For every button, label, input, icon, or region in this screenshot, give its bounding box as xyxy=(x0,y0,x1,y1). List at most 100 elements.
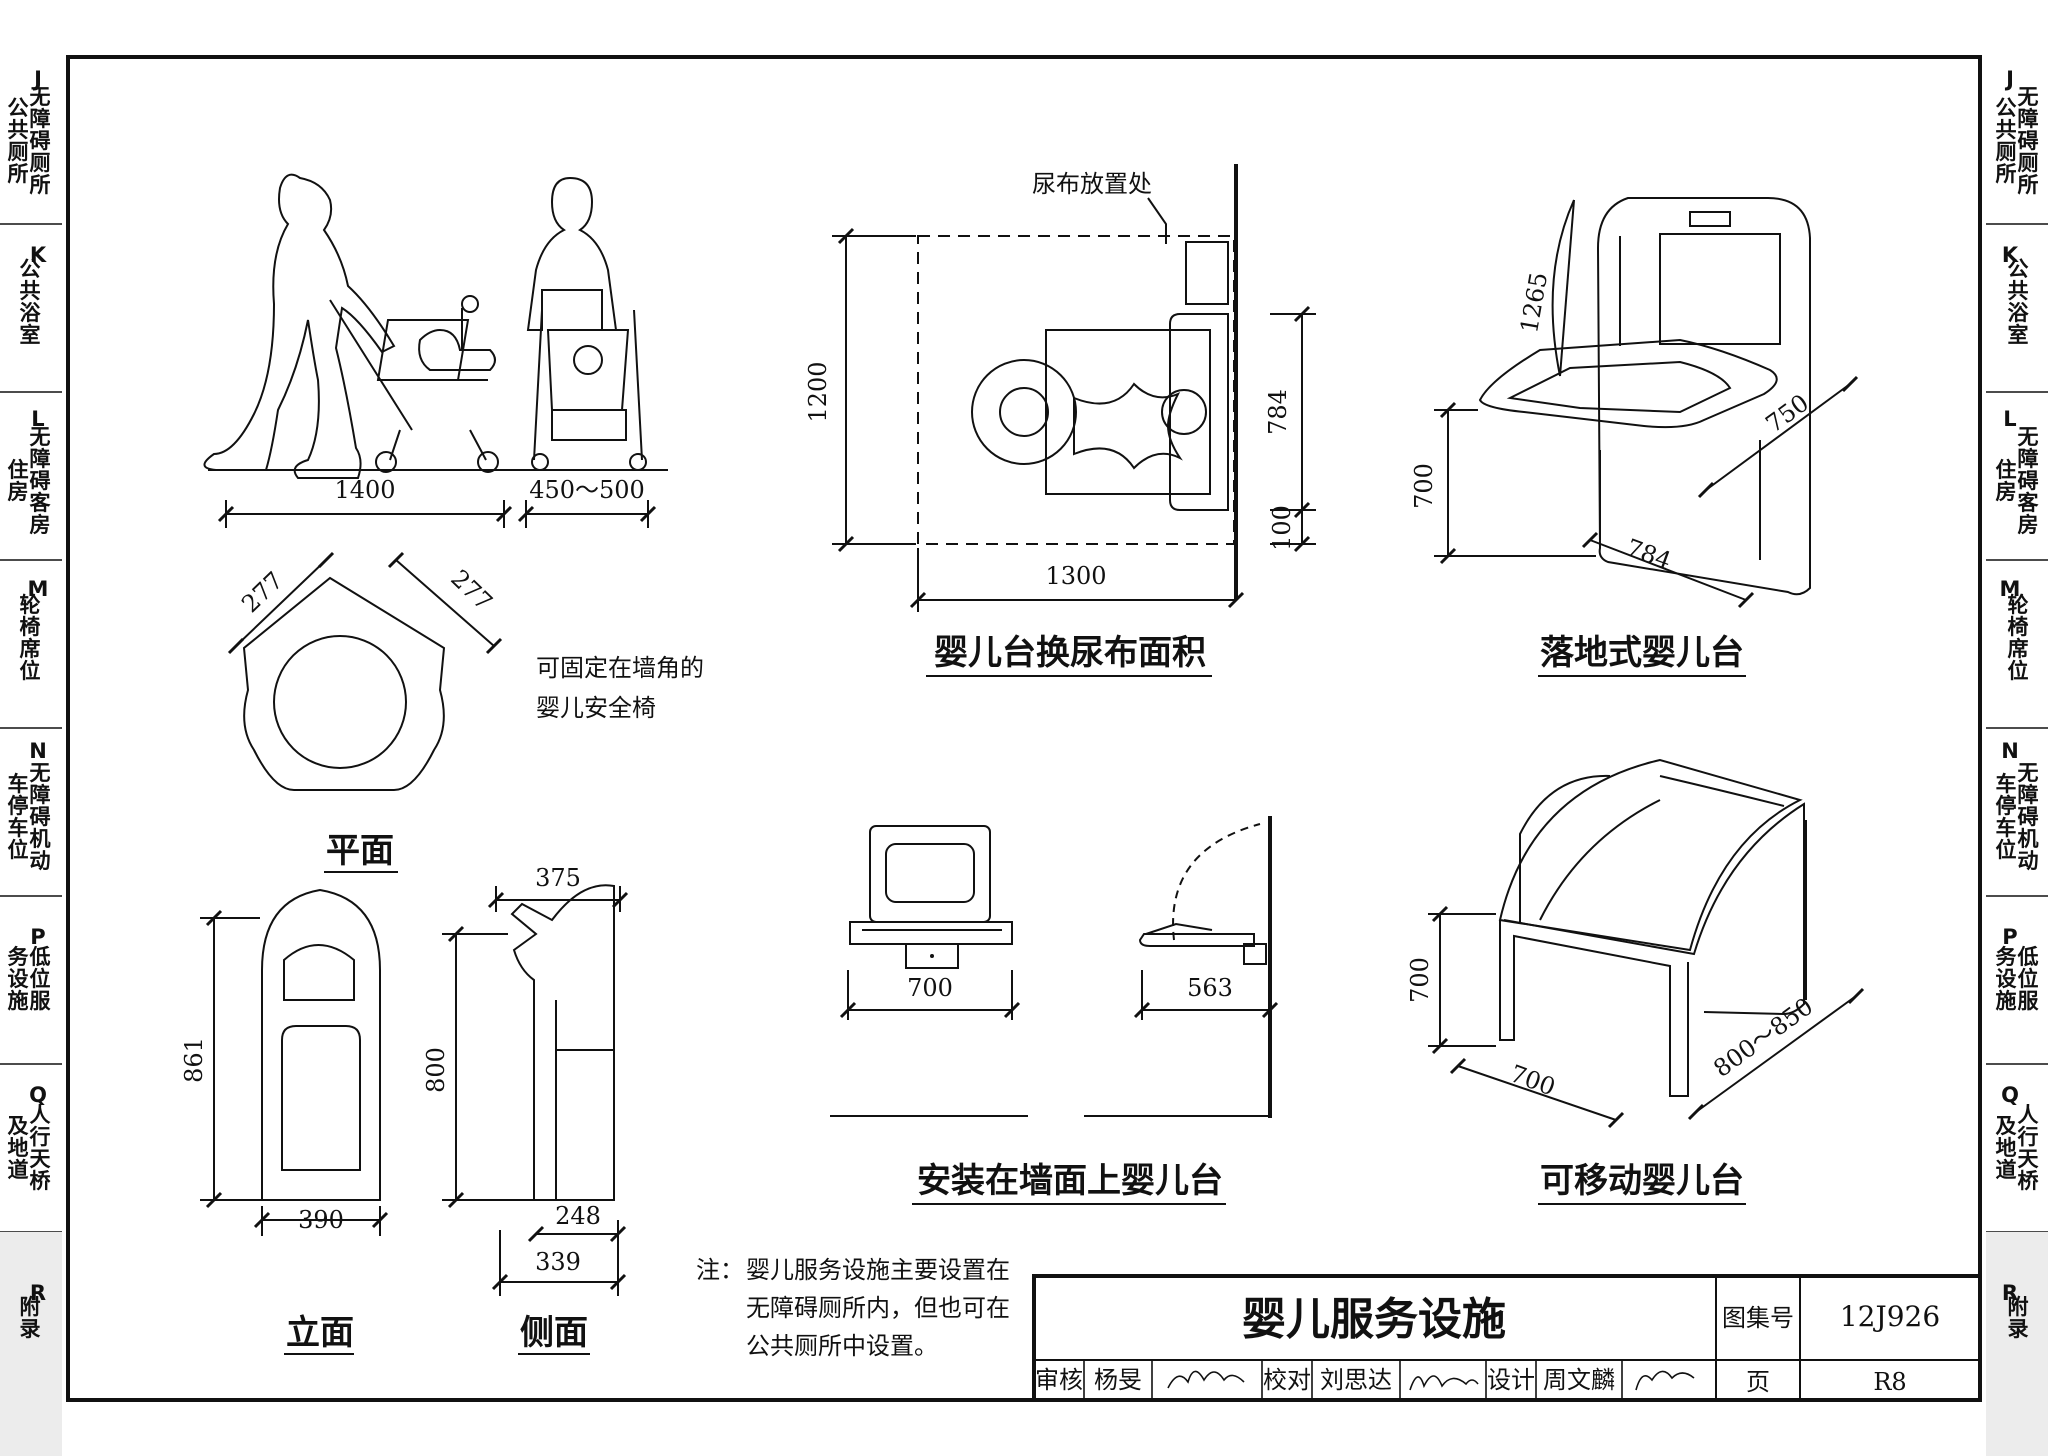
tab-letter-k-right[interactable]: K xyxy=(2002,243,2019,267)
left-tab-word-5-1[interactable]: 务设施 xyxy=(8,945,30,1013)
dim-stroller-length: 1400 xyxy=(334,476,395,504)
tab-char: 公 xyxy=(8,96,29,120)
diaper-storage-label: 尿布放置处 xyxy=(1032,170,1152,198)
tab-char: 位 xyxy=(30,967,51,991)
tab-letter-l-right[interactable]: L xyxy=(2003,407,2016,431)
tab-char: 碍 xyxy=(2018,129,2039,153)
right-tab-word-5-1[interactable]: 务设施 xyxy=(1996,945,2018,1013)
tab-char: 低 xyxy=(29,945,51,969)
tab-char: 椅 xyxy=(20,615,41,639)
tab-char: 车 xyxy=(8,816,29,840)
tab-char: 道 xyxy=(1996,1158,2017,1182)
tab-letter-p-right[interactable]: P xyxy=(2002,925,2017,949)
caption-wall-table: 安装在墙面上婴儿台 xyxy=(917,1161,1223,1201)
tab-char: 椅 xyxy=(2008,615,2029,639)
tab-char: 附 xyxy=(20,1295,41,1319)
caption-floor-table: 落地式婴儿台 xyxy=(1540,633,1744,673)
tab-char: 共 xyxy=(1996,118,2017,142)
right-tab-word-0-1[interactable]: 公共厕所 xyxy=(1996,96,2017,186)
tab-letter-q[interactable]: Q xyxy=(29,1083,47,1107)
design-name: 周文麟 xyxy=(1543,1366,1615,1394)
tab-char: 室 xyxy=(2008,323,2029,347)
tab-char: 公 xyxy=(1996,96,2017,120)
tab-char: 地 xyxy=(8,1136,29,1160)
tab-char: 动 xyxy=(2018,849,2039,873)
tab-char: 车 xyxy=(1996,816,2017,840)
right-tab-word-5-0[interactable]: 低位服 xyxy=(2017,945,2040,1013)
tab-char: 位 xyxy=(1996,838,2017,862)
left-tab-word-6-1[interactable]: 及地道 xyxy=(8,1114,30,1182)
right-tab-word-2-1[interactable]: 住房 xyxy=(1996,458,2017,504)
wall-table-drawing: 700 563 安装在墙面上婴儿台 xyxy=(830,816,1279,1205)
left-tab-word-0-1[interactable]: 公共厕所 xyxy=(8,96,29,186)
dim-side-outer: 339 xyxy=(535,1248,581,1276)
stroller-drawing: 1400 450～500 xyxy=(203,173,668,528)
note-line-3: 公共厕所中设置。 xyxy=(746,1332,938,1360)
right-tab-word-7-0[interactable]: 附录 xyxy=(2008,1295,2029,1341)
tab-letter-n[interactable]: N xyxy=(29,739,47,763)
left-tab-word-5-0[interactable]: 低位服 xyxy=(29,945,52,1013)
right-tab-word-6-1[interactable]: 及地道 xyxy=(1996,1114,2018,1182)
right-index-tabs: J K L M N P Q R xyxy=(1986,67,2048,1456)
review-label: 审核 xyxy=(1035,1366,1083,1394)
tab-letter-r-right[interactable]: R xyxy=(2002,1281,2018,1305)
tab-letter-q-right[interactable]: Q xyxy=(2001,1083,2019,1107)
tab-char: 桥 xyxy=(30,1169,52,1193)
tab-letter-r[interactable]: R xyxy=(30,1281,46,1305)
tab-char: 碍 xyxy=(30,129,51,153)
tab-char: 人 xyxy=(2018,1103,2039,1127)
tab-char: 无 xyxy=(2018,85,2039,109)
dim-diaper-depth: 1200 xyxy=(804,361,832,422)
tab-char: 位 xyxy=(8,838,29,862)
tab-char: 施 xyxy=(1996,989,2017,1013)
dim-mobile-height: 700 xyxy=(1406,957,1434,1003)
tab-letter-j-right[interactable]: J xyxy=(2004,67,2014,91)
tab-char: 无 xyxy=(30,761,51,785)
left-tab-word-7-0[interactable]: 附录 xyxy=(20,1295,41,1341)
tab-char: 浴 xyxy=(20,301,42,325)
tab-char: 服 xyxy=(2018,989,2040,1013)
note-line-1: 婴儿服务设施主要设置在 xyxy=(746,1256,1010,1284)
tab-char: 共 xyxy=(8,118,29,142)
tab-char: 无 xyxy=(30,425,51,449)
dim-floor-total-height: 1265 xyxy=(1515,270,1553,335)
tab-char: 无 xyxy=(2018,761,2039,785)
right-tab-word-0-0[interactable]: 无障碍厕所 xyxy=(2018,85,2039,197)
tab-letter-j[interactable]: J xyxy=(32,67,42,91)
dim-mobile-length: 800～850 xyxy=(1708,992,1818,1083)
tab-char: 客 xyxy=(30,491,52,515)
tab-char: 房 xyxy=(8,480,29,504)
tab-letter-p[interactable]: P xyxy=(30,925,45,949)
check-name: 刘思达 xyxy=(1320,1366,1392,1394)
tab-letter-n-right[interactable]: N xyxy=(2001,739,2019,763)
page-value: R8 xyxy=(1873,1368,1906,1396)
tab-char: 机 xyxy=(30,827,51,851)
tab-letter-k[interactable]: K xyxy=(30,243,47,267)
left-tab-word-0-0[interactable]: 无障碍厕所 xyxy=(30,85,51,197)
tab-letter-l[interactable]: L xyxy=(31,407,44,431)
tab-letter-m-right[interactable]: M xyxy=(2000,577,2021,601)
tab-char: 设 xyxy=(1996,967,2017,991)
dim-floor-table-height: 700 xyxy=(1410,463,1438,509)
tab-letter-m[interactable]: M xyxy=(28,577,49,601)
tab-char: 厕 xyxy=(8,140,29,164)
tab-char: 天 xyxy=(2018,1147,2040,1171)
left-tab-word-2-1[interactable]: 住房 xyxy=(8,458,29,504)
tab-char: 无 xyxy=(30,85,51,109)
tab-char: 及 xyxy=(8,1114,30,1138)
caption-plan: 平面 xyxy=(326,831,394,871)
tab-char: 障 xyxy=(30,783,51,807)
